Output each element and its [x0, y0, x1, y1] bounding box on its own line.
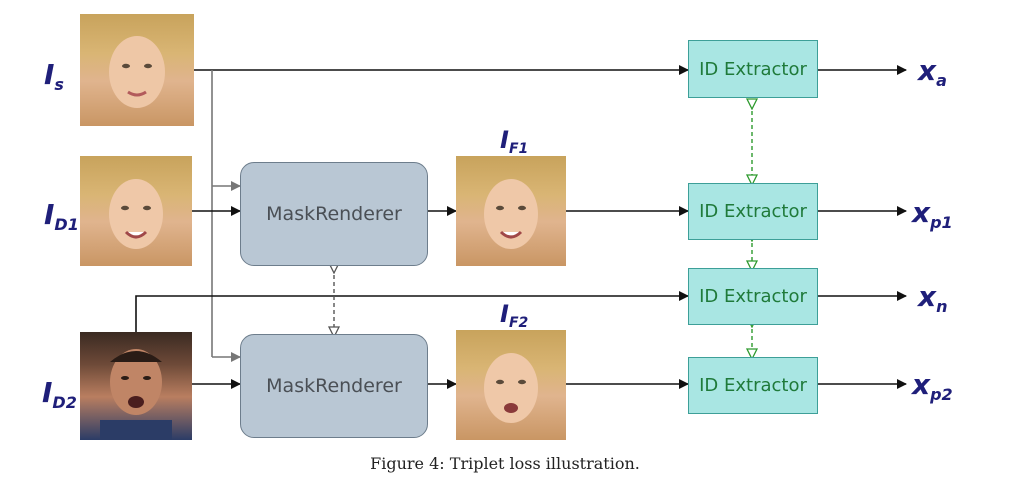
photo-is: [80, 14, 194, 126]
face-icon: [109, 179, 163, 249]
label-id1: ID1: [44, 198, 79, 234]
photo-if2: [456, 330, 566, 440]
label-xa: xa: [918, 54, 947, 90]
mask-renderer-2: MaskRenderer: [240, 334, 428, 438]
face-icon: [100, 349, 172, 440]
label-if2: IF2: [500, 300, 529, 331]
label-if1: IF1: [500, 126, 529, 157]
id-extractor-p1: ID Extractor: [688, 183, 818, 240]
label-xp1: xp1: [912, 196, 953, 232]
photo-if1: [456, 156, 566, 266]
face-icon: [109, 36, 165, 108]
label-xp2: xp2: [912, 368, 953, 404]
label-xn: xn: [918, 280, 948, 316]
photo-id1: [80, 156, 192, 266]
id-extractor-p2: ID Extractor: [688, 357, 818, 414]
face-icon: [484, 179, 538, 249]
photo-id2: [80, 332, 192, 440]
arrow-id2-to-extractor-n: [135, 291, 689, 332]
label-is: Is: [44, 58, 64, 94]
mask-renderer-1: MaskRenderer: [240, 162, 428, 266]
id-extractor-a: ID Extractor: [688, 40, 818, 98]
figure-caption: Figure 4: Triplet loss illustration.: [370, 454, 640, 473]
id-extractor-n: ID Extractor: [688, 268, 818, 325]
face-icon: [484, 353, 538, 423]
label-id2: ID2: [42, 376, 77, 412]
